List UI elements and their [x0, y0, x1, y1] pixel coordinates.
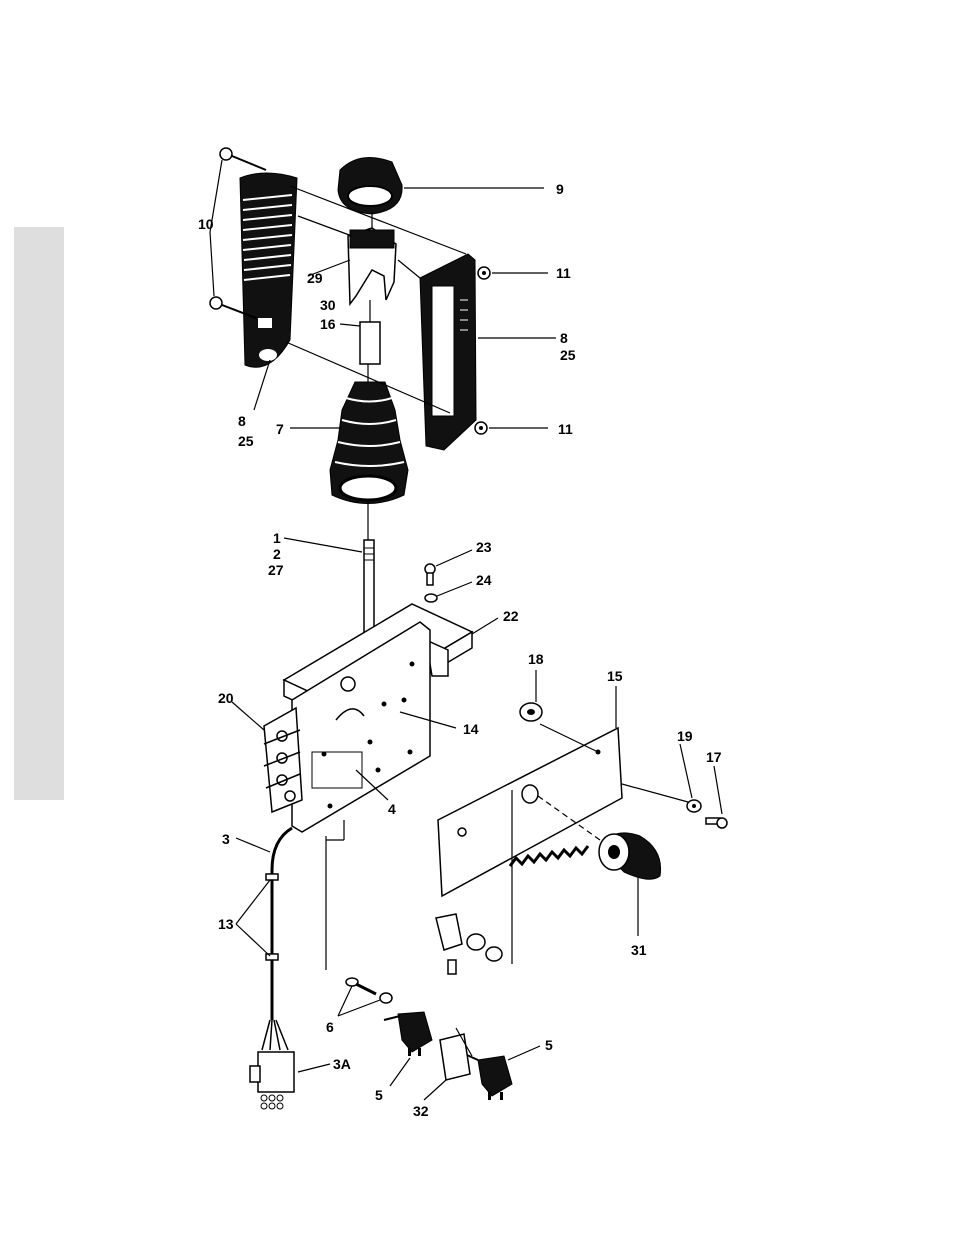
label-24: 24: [476, 572, 492, 588]
nut-11-bottom: [475, 422, 487, 434]
label-6: 6: [326, 1019, 334, 1035]
label-27: 27: [268, 562, 284, 578]
screw-23: [425, 564, 435, 585]
bracket-29: [348, 228, 396, 304]
switch-5-left: [384, 1012, 432, 1056]
cable-3: [262, 828, 292, 1050]
label-18: 18: [528, 651, 544, 667]
label-20: 20: [218, 690, 234, 706]
label-11-bottom: 11: [558, 421, 573, 437]
screw-10-top: [220, 148, 266, 170]
washer-19: [687, 800, 701, 812]
nut-11-top: [478, 267, 490, 279]
clip-bracket: [436, 914, 502, 974]
spacer-16: [360, 322, 380, 364]
label-4: 4: [388, 801, 396, 817]
label-7: 7: [276, 421, 284, 437]
label-13: 13: [218, 916, 234, 932]
potentiometer-31: [599, 833, 661, 879]
label-8-left: 8: [238, 413, 246, 429]
label-15: 15: [607, 668, 623, 684]
label-23: 23: [476, 539, 492, 555]
handle-left-half: [240, 173, 297, 367]
label-8-right: 8: [560, 330, 568, 346]
boot-7: [330, 382, 408, 504]
handle-right-half: [420, 254, 476, 450]
label-14: 14: [463, 721, 479, 737]
screw-6: [346, 978, 392, 1003]
washer-24: [425, 594, 437, 602]
terminal-strip-20: [264, 708, 302, 812]
label-5-right: 5: [545, 1037, 553, 1053]
label-17: 17: [706, 749, 722, 765]
label-3: 3: [222, 831, 230, 847]
knob-9: [338, 158, 402, 215]
label-25-right: 25: [560, 347, 576, 363]
label-16: 16: [320, 316, 336, 332]
label-25-left: 25: [238, 433, 254, 449]
label-3A: 3A: [333, 1056, 351, 1072]
label-11-top: 11: [556, 265, 571, 281]
label-9: 9: [556, 181, 564, 197]
insulator-32: [440, 1034, 470, 1080]
screw-17: [706, 818, 727, 828]
label-1: 1: [273, 530, 281, 546]
pc-board-15: [438, 728, 622, 896]
label-19: 19: [677, 728, 693, 744]
label-10: 10: [198, 216, 214, 232]
label-22: 22: [503, 608, 519, 624]
shaft-1: [364, 540, 374, 640]
label-2: 2: [273, 546, 281, 562]
label-30: 30: [320, 297, 336, 313]
label-31: 31: [631, 942, 647, 958]
label-29: 29: [307, 270, 323, 286]
nut-18: [520, 703, 542, 721]
connector-3A: [250, 1052, 294, 1109]
label-5-left: 5: [375, 1087, 383, 1103]
label-32: 32: [413, 1103, 429, 1119]
